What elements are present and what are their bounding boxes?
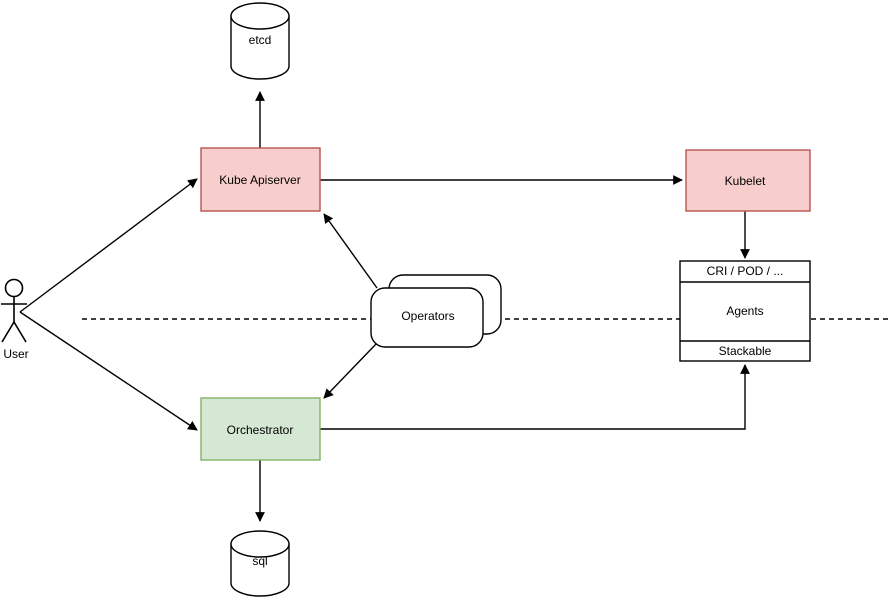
edge-user-to-orchestrator (19, 311, 198, 431)
edge-operators-to-orchestrator (323, 342, 378, 399)
edge-operators-to-apiserver (323, 213, 378, 289)
node-orchestrator-box (200, 397, 321, 461)
node-operators-stack (370, 274, 502, 348)
edge-user-to-apiserver (19, 178, 198, 313)
node-user-actor (1, 278, 27, 343)
node-agents-composite (679, 260, 811, 362)
node-sql-cylinder (230, 530, 290, 597)
node-etcd-cylinder (230, 2, 290, 80)
edge-orchestrator-to-stackable (320, 364, 750, 430)
node-kubelet-box (685, 149, 811, 212)
node-apiserver-box (200, 147, 321, 212)
